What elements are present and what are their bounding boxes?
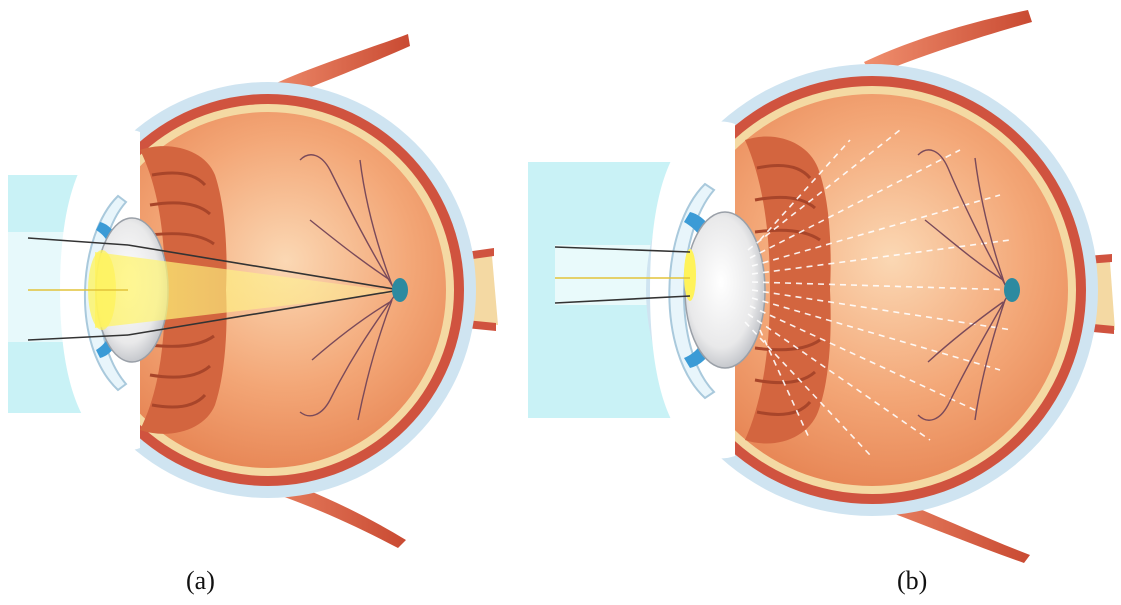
caption-panel-b: (b) [897,566,927,596]
pupil-glow [684,249,696,301]
optic-disc [392,278,408,302]
eye-panel-a [8,34,498,548]
optic-disc [1004,278,1020,302]
caption-panel-a: (a) [186,566,215,596]
eye-panel-b [528,10,1115,563]
